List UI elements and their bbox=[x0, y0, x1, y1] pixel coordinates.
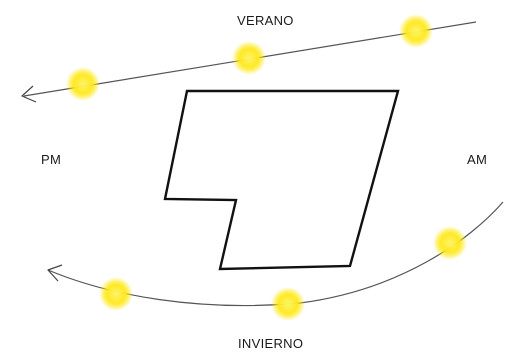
winter-sun-icon bbox=[271, 287, 305, 321]
winter-label: INVIERNO bbox=[238, 336, 304, 351]
winter-sun-icon bbox=[433, 226, 467, 260]
building-footprint bbox=[163, 89, 400, 271]
summer-sun-icon bbox=[66, 67, 100, 101]
summer-sun-icon bbox=[232, 41, 266, 75]
summer-label: VERANO bbox=[237, 13, 294, 28]
am-label: AM bbox=[467, 152, 488, 167]
summer-sun-icon bbox=[399, 14, 433, 48]
pm-label: PM bbox=[41, 152, 62, 167]
winter-arrow-head-icon bbox=[47, 264, 63, 282]
summer-arrow-head-icon bbox=[21, 85, 37, 103]
winter-sun-icon bbox=[99, 277, 133, 311]
